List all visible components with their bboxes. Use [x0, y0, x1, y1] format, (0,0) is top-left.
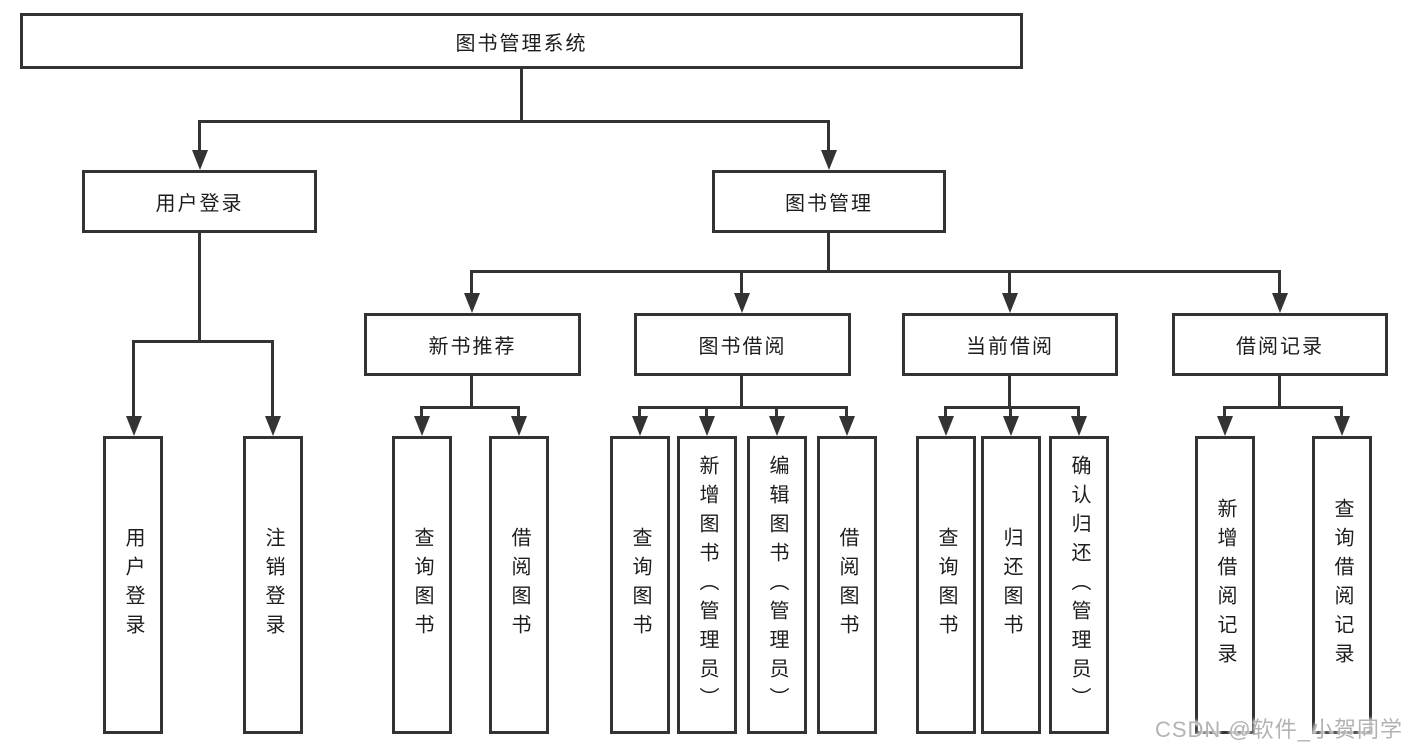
node-user-login: 用户登录: [82, 170, 317, 233]
arrow-down-icon: [631, 406, 648, 436]
leaf-label: 借阅图书: [836, 527, 858, 643]
line: [740, 376, 743, 406]
arrow-down-icon: [937, 406, 954, 436]
leaf-label: 查询图书: [629, 527, 651, 643]
arrow-down-icon: [838, 406, 855, 436]
node-book-management: 图书管理: [712, 170, 946, 233]
arrow-down-icon: [413, 406, 430, 436]
leaf-label: 用户登录: [122, 527, 144, 643]
line: [198, 233, 201, 340]
leaf-label: 新增借阅记录: [1214, 498, 1236, 672]
line: [470, 270, 1280, 273]
line: [1278, 376, 1281, 406]
line: [827, 233, 830, 270]
arrow-down-icon: [1002, 406, 1019, 436]
line: [420, 406, 519, 409]
leaf-query-borrow-record: 查询借阅记录: [1312, 436, 1372, 734]
leaf-user-login: 用户登录: [103, 436, 163, 734]
arrow-down-icon: [1070, 406, 1087, 436]
node-new-book-recommend: 新书推荐: [364, 313, 581, 376]
leaf-logout: 注销登录: [243, 436, 303, 734]
leaf-label: 查询图书: [935, 527, 957, 643]
node-label: 新书推荐: [428, 336, 517, 358]
node-label: 借阅记录: [1236, 336, 1324, 358]
leaf-label: 注销登录: [262, 527, 284, 643]
line: [470, 376, 473, 406]
arrow-down-icon: [1333, 406, 1350, 436]
leaf-borrow-books: 借阅图书: [817, 436, 877, 734]
arrow-down-icon: [733, 270, 750, 313]
node-label: 图书管理系统: [455, 32, 588, 55]
leaf-confirm-return-admin: 确认归还（管理员）: [1049, 436, 1109, 734]
leaf-label: 查询图书: [411, 527, 433, 643]
arrow-down-icon: [510, 406, 527, 436]
arrow-down-icon: [1216, 406, 1233, 436]
node-book-borrowing: 图书借阅: [634, 313, 851, 376]
leaf-query-books-current: 查询图书: [916, 436, 976, 734]
node-label: 当前借阅: [966, 336, 1054, 358]
leaf-label: 编辑图书（管理员）: [766, 454, 788, 716]
arrow-down-icon: [820, 120, 837, 170]
leaf-label: 归还图书: [1000, 527, 1022, 643]
line: [132, 340, 274, 343]
leaf-return-books: 归还图书: [981, 436, 1041, 734]
leaf-label: 新增图书（管理员）: [696, 454, 718, 716]
arrow-down-icon: [768, 406, 785, 436]
node-label: 用户登录: [155, 193, 244, 215]
leaf-label: 查询借阅记录: [1331, 498, 1353, 672]
line: [198, 120, 830, 123]
line: [638, 406, 847, 409]
leaf-add-borrow-record: 新增借阅记录: [1195, 436, 1255, 734]
node-current-borrowing: 当前借阅: [902, 313, 1118, 376]
leaf-borrow-books-recommend: 借阅图书: [489, 436, 549, 734]
line: [520, 69, 523, 120]
node-library-management-system: 图书管理系统: [20, 13, 1023, 69]
arrow-down-icon: [698, 406, 715, 436]
leaf-edit-books-admin: 编辑图书（管理员）: [747, 436, 807, 734]
arrow-down-icon: [191, 120, 208, 170]
leaf-label: 借阅图书: [508, 527, 530, 643]
node-label: 图书借阅: [698, 336, 787, 358]
csdn-watermark: CSDN @软件_小贺同学: [1154, 717, 1403, 742]
leaf-query-books-recommend: 查询图书: [392, 436, 452, 734]
line: [1008, 376, 1011, 406]
leaf-query-books-borrowing: 查询图书: [610, 436, 670, 734]
node-label: 图书管理: [785, 193, 873, 215]
arrow-down-icon: [463, 270, 480, 313]
leaf-add-books-admin: 新增图书（管理员）: [677, 436, 737, 734]
node-borrowing-records: 借阅记录: [1172, 313, 1388, 376]
arrow-down-icon: [125, 340, 142, 436]
arrow-down-icon: [1001, 270, 1018, 313]
leaf-label: 确认归还（管理员）: [1068, 454, 1090, 716]
line: [1223, 406, 1342, 409]
arrow-down-icon: [1271, 270, 1288, 313]
arrow-down-icon: [264, 340, 281, 436]
